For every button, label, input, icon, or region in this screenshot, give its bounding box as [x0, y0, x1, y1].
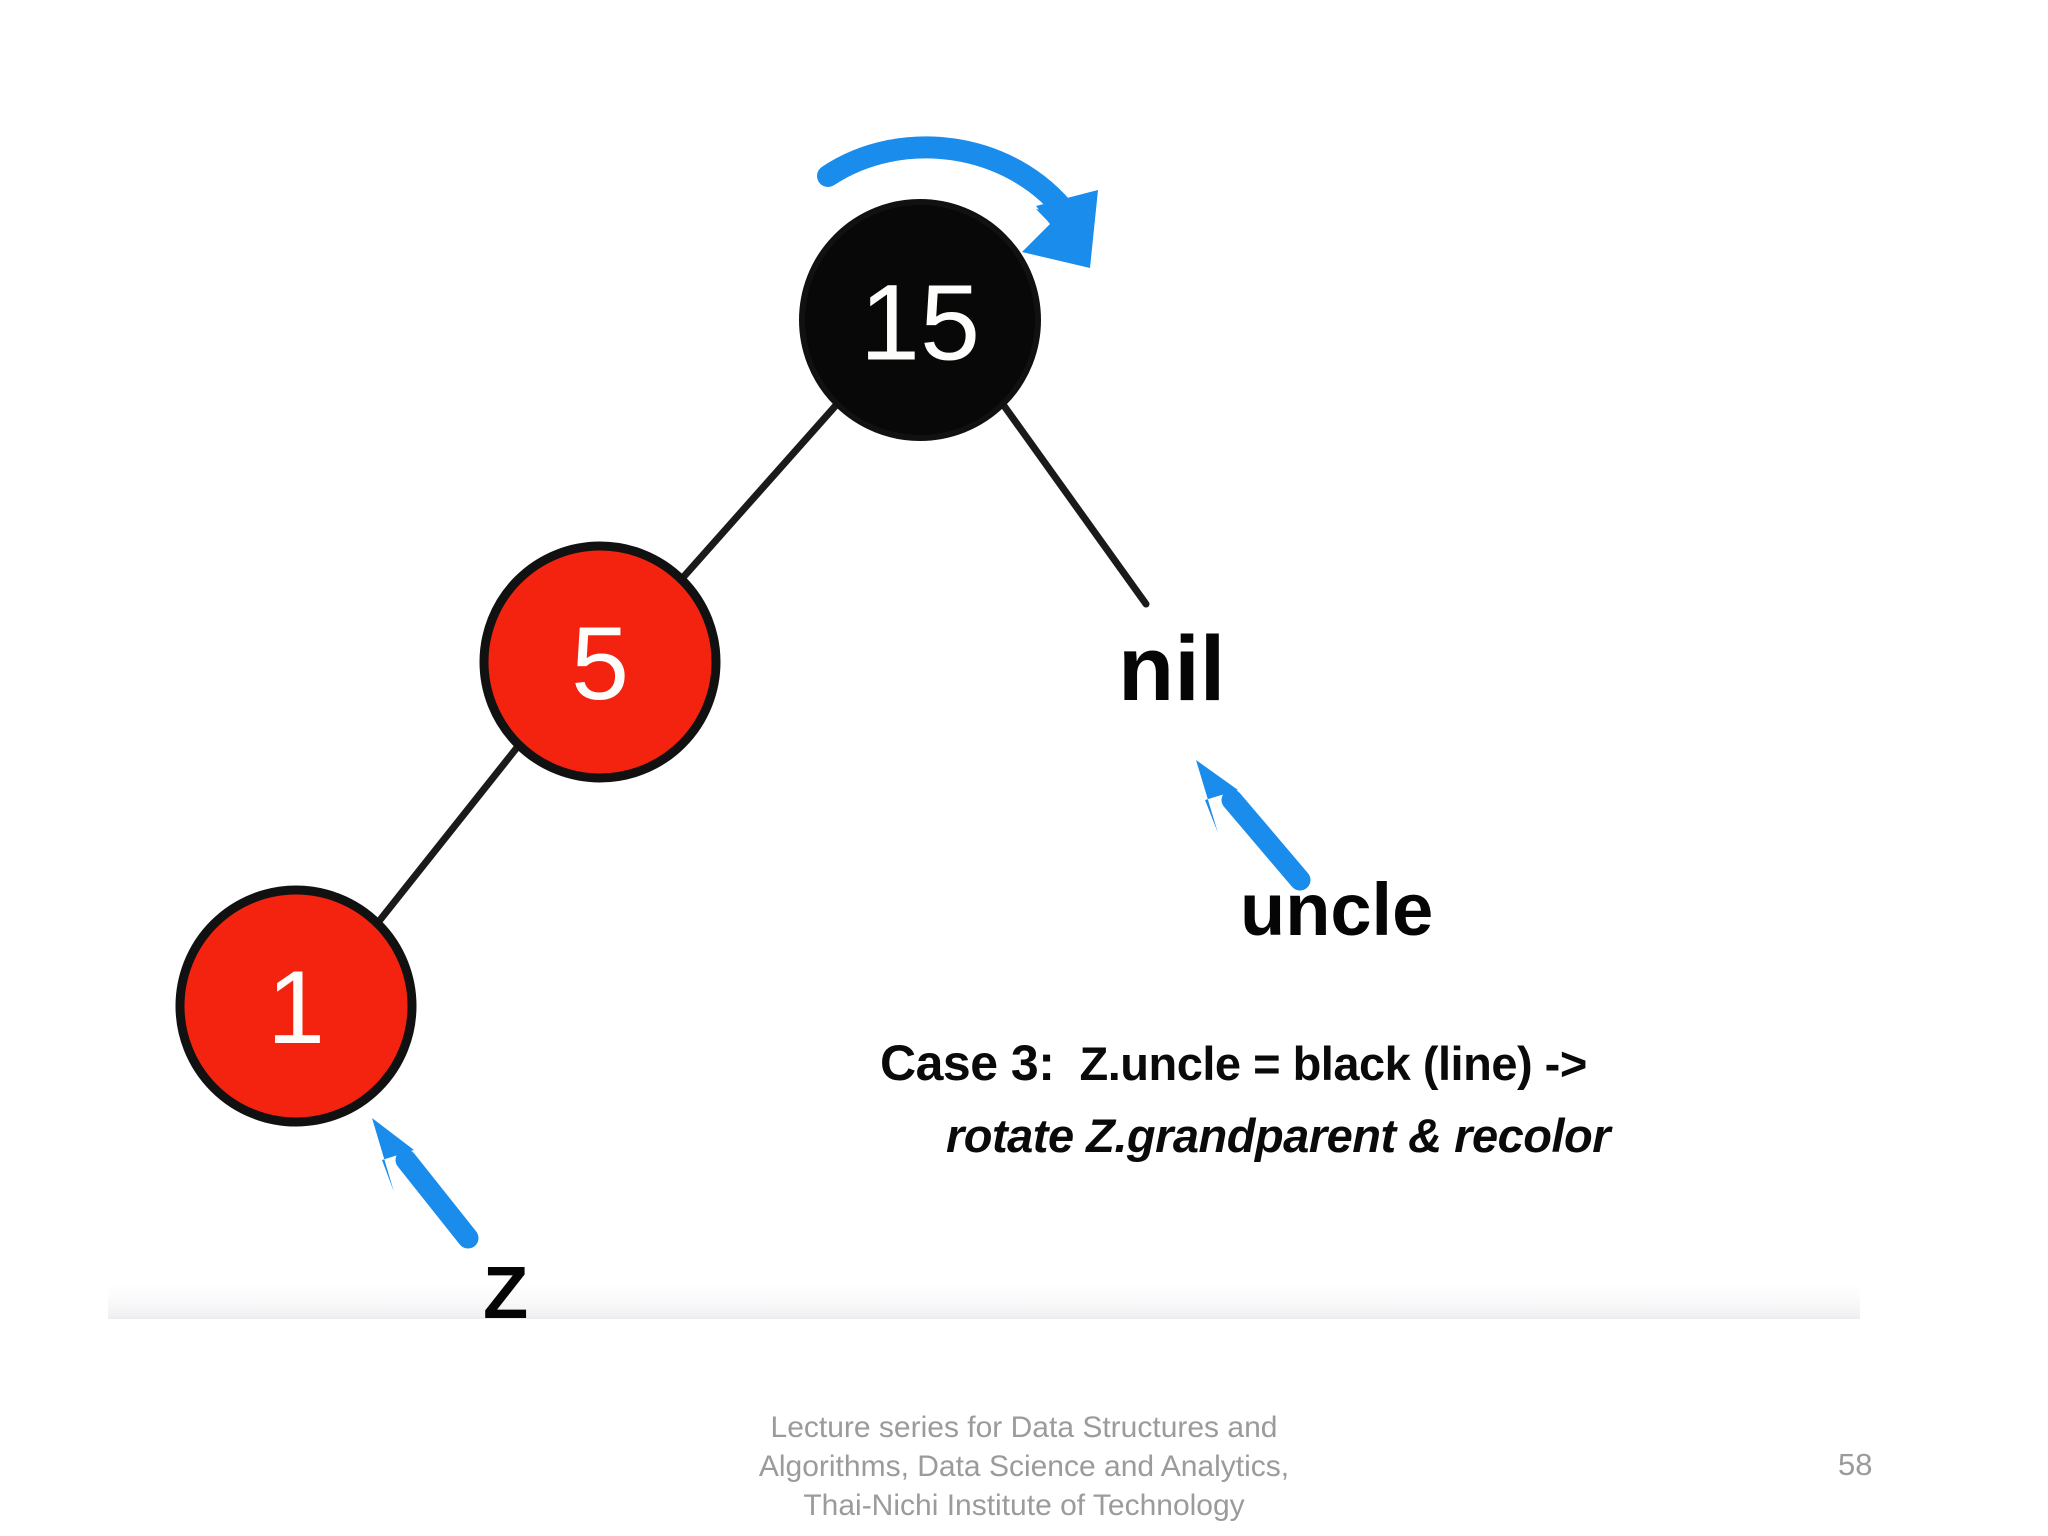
case-label: Case 3: [880, 1035, 1055, 1091]
nil-label: nil [1118, 618, 1225, 720]
tree-node-1[interactable]: 1 [175, 885, 417, 1127]
uncle-arrow-head [1196, 760, 1238, 833]
z-label: Z [483, 1251, 528, 1334]
case-caption: Case 3: Z.uncle = black (line) -> rotate… [880, 1032, 1900, 1167]
uncle-label: uncle [1240, 868, 1433, 951]
edge-15-to-5 [675, 399, 842, 586]
tree-node-5-circle[interactable] [479, 541, 721, 783]
rotate-grandparent-arrow-arc [817, 136, 1079, 226]
footer-line-1: Lecture series for Data Structures and [770, 1411, 1278, 1444]
tree-node-5[interactable]: 5 [479, 541, 721, 783]
tree-node-1-label: 1 [267, 950, 325, 1066]
footer-line-3: Thai-Nichi Institute of Technology [803, 1489, 1245, 1522]
edge-15-to-nil [998, 399, 1150, 608]
tree-node-15-circle[interactable] [799, 199, 1041, 441]
uncle-pointer [1196, 760, 1311, 891]
tree-node-15[interactable]: 15 [799, 199, 1041, 441]
z-arrow-head [372, 1118, 414, 1192]
page-number: 58 [1838, 1447, 1873, 1482]
rotate-grandparent-arrow-head-solid [1022, 190, 1098, 268]
footer: Lecture series for Data Structures and A… [0, 1408, 2048, 1525]
edge-5-to-1 [372, 741, 523, 929]
tree-node-15-label: 15 [860, 262, 980, 383]
tree-edges [372, 399, 1150, 929]
case-action-text: rotate Z.grandparent & recolor [946, 1109, 1611, 1162]
uncle-arrow-shaft [1221, 789, 1311, 891]
case-condition-text: Z.uncle = black (line) -> [1079, 1037, 1588, 1090]
z-pointer [372, 1118, 479, 1249]
tree-node-1-circle[interactable] [175, 885, 417, 1127]
rotate-grandparent-arrow [817, 136, 1098, 268]
z-arrow-shaft [395, 1149, 479, 1249]
footer-line-2: Algorithms, Data Science and Analytics, [758, 1450, 1290, 1483]
case-caption-line-1: Case 3: Z.uncle = black (line) -> [880, 1032, 1900, 1095]
tree-node-5-label: 5 [571, 606, 629, 722]
